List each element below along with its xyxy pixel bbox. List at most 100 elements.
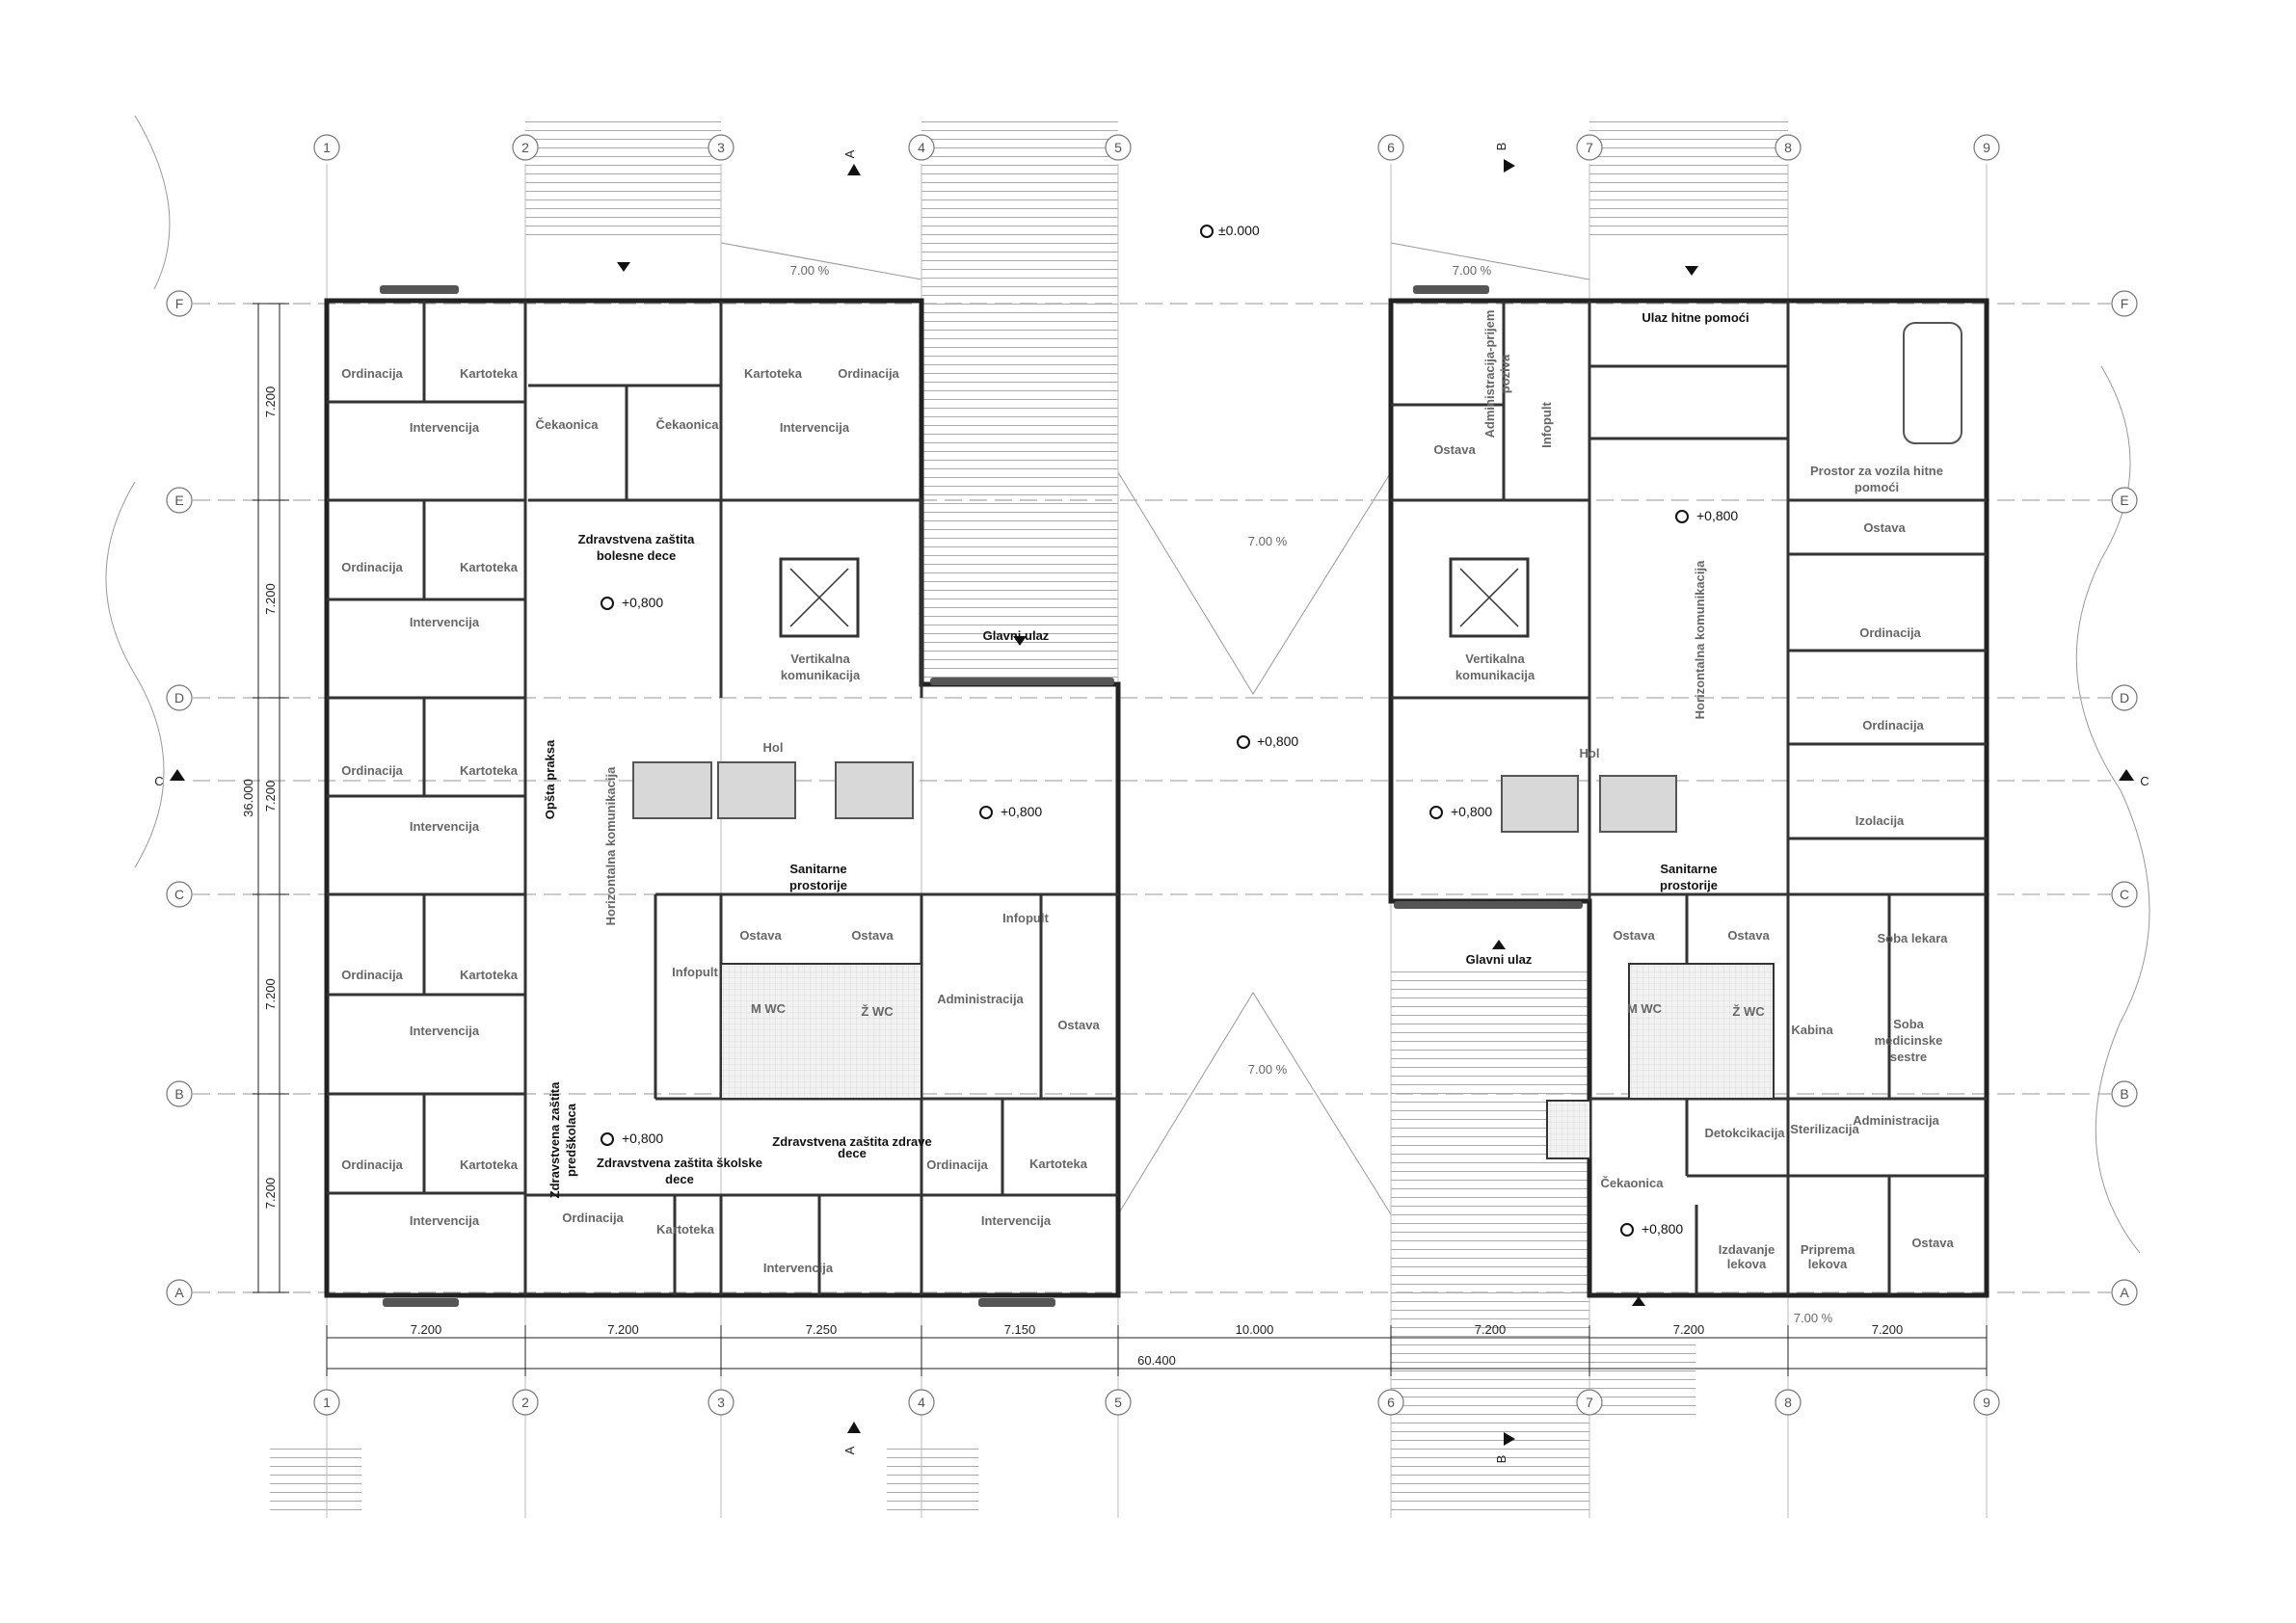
svg-text:±0.000: ±0.000 <box>1218 223 1260 238</box>
room-label: Intervencija <box>981 1213 1052 1228</box>
level-icon <box>1429 806 1443 819</box>
level-icon <box>601 597 614 610</box>
room-label: Ulaz hitne pomoći <box>1642 310 1749 325</box>
room-label: Hol <box>763 740 784 755</box>
building-left <box>324 298 1121 1298</box>
grid-column-label: 9 <box>1983 1395 1990 1410</box>
grid-row-label: C <box>2120 887 2129 902</box>
svg-text:+0,800: +0,800 <box>1696 508 1738 523</box>
level-icon <box>1620 1223 1634 1237</box>
entrance-arrows <box>617 262 1698 1306</box>
grid-row-label: B <box>2120 1086 2128 1102</box>
level-marker: +0,800 <box>979 804 1042 819</box>
room-label: Kabina <box>1791 1023 1833 1037</box>
svg-text:+0,800: +0,800 <box>1001 804 1042 819</box>
svg-text:+0,800: +0,800 <box>1642 1221 1683 1237</box>
level-marker: +0,800 <box>601 595 663 610</box>
room-label: Intervencija <box>410 819 480 834</box>
entry-arrow-icon <box>1632 1296 1645 1306</box>
level-icon <box>1200 225 1214 238</box>
room-label: Ordinacija <box>562 1211 624 1225</box>
grid-column-label: 8 <box>1784 1395 1792 1410</box>
room-label: Kartoteka <box>460 763 519 778</box>
grid-bubble <box>512 134 539 161</box>
grid-column-label: 8 <box>1784 140 1792 155</box>
room-label: Ostava <box>1911 1236 1954 1250</box>
elevator-icon <box>779 557 860 638</box>
svg-text:+0,800: +0,800 <box>1257 733 1298 749</box>
grid-column-label: 3 <box>717 1395 725 1410</box>
grid-row-label: B <box>174 1086 183 1102</box>
dimension-label: 10.000 <box>1236 1322 1274 1337</box>
grid-bubble <box>908 1389 935 1416</box>
section-b-bottom: B <box>1494 1455 1508 1464</box>
room-label: Ordinacija <box>341 560 403 574</box>
room-label: Čekaonica <box>1600 1176 1664 1190</box>
room-label: Kartoteka <box>656 1222 715 1237</box>
level-icon <box>979 806 993 819</box>
dimension-label: 7.200 <box>1673 1322 1705 1337</box>
room-label: Ordinacija <box>1862 718 1924 732</box>
grid-column-label: 5 <box>1114 140 1122 155</box>
room-label: Horizontalna komunikacija <box>1693 560 1707 719</box>
grid-column-label: 2 <box>521 140 529 155</box>
level-icon <box>601 1132 614 1146</box>
room-label: Ordinacija <box>838 366 899 381</box>
grid-bubble <box>313 1389 340 1416</box>
grid-bubble <box>166 290 193 317</box>
grid-row-label: A <box>2120 1285 2129 1300</box>
grid-column-label: 5 <box>1114 1395 1122 1410</box>
section-a-top: A <box>842 149 857 158</box>
grid-row-label: E <box>2120 492 2128 508</box>
grid-column-label: 7 <box>1586 140 1593 155</box>
level-marker: +0,800 <box>601 1131 663 1146</box>
grid-bubble <box>908 134 935 161</box>
room-label: Infopult <box>1002 911 1049 925</box>
level-marker: +0,800 <box>1675 508 1738 523</box>
room-label: Intervencija <box>780 420 850 435</box>
room-label: Intervencija <box>410 1024 480 1038</box>
dimension-total: 60.400 <box>1137 1353 1176 1368</box>
room-label: Čekaonica <box>655 417 719 432</box>
dimension-label: 7.200 <box>263 583 278 615</box>
room-label: Kartoteka <box>744 366 803 381</box>
grid-bubble <box>2111 487 2138 514</box>
entry-arrow-icon <box>1492 940 1506 949</box>
room-label: Ostava <box>1613 928 1655 943</box>
level-icon <box>1675 510 1689 523</box>
room-label: Ordinacija <box>341 763 403 778</box>
level-markers: ±0.000 +0,800 +0,800 +0,800 +0,800 +0,80… <box>601 223 1738 1237</box>
room-label: Intervencija <box>410 615 480 629</box>
dimension-label: 7.250 <box>806 1322 838 1337</box>
entry-arrow-icon <box>617 262 630 272</box>
room-label: Glavni ulaz <box>1466 952 1533 967</box>
grid-bubble <box>2111 881 2138 908</box>
grid-row-label: E <box>174 492 183 508</box>
level-marker: +0,800 <box>1620 1221 1683 1237</box>
grid-row-label: A <box>174 1285 184 1300</box>
grid-bubble <box>1973 1389 2000 1416</box>
grid-bubble <box>1775 134 1802 161</box>
grid-row-label: C <box>174 887 184 902</box>
grid-bubble <box>2111 684 2138 711</box>
room-label: Ž WC <box>1732 1004 1765 1019</box>
grid-bubble <box>1576 134 1603 161</box>
grid-row-label: D <box>2120 690 2129 705</box>
building-right <box>1388 298 1989 1298</box>
grid-bubble <box>1973 134 2000 161</box>
room-label: Glavni ulaz <box>983 628 1050 643</box>
entry-arrow-icon <box>1685 266 1698 276</box>
grid-bubble <box>2111 1279 2138 1306</box>
svg-text:+0,800: +0,800 <box>622 595 663 610</box>
ambulance-icon <box>1903 322 1962 444</box>
entry-arrow-icon <box>1013 636 1027 646</box>
ramps-and-steps <box>105 115 2150 1518</box>
grid-column-label: 4 <box>918 140 925 155</box>
room-label: Ostava <box>1433 442 1476 457</box>
room-label: Kartoteka <box>460 560 519 574</box>
slope-label: 7.00 % <box>1248 1062 1288 1077</box>
